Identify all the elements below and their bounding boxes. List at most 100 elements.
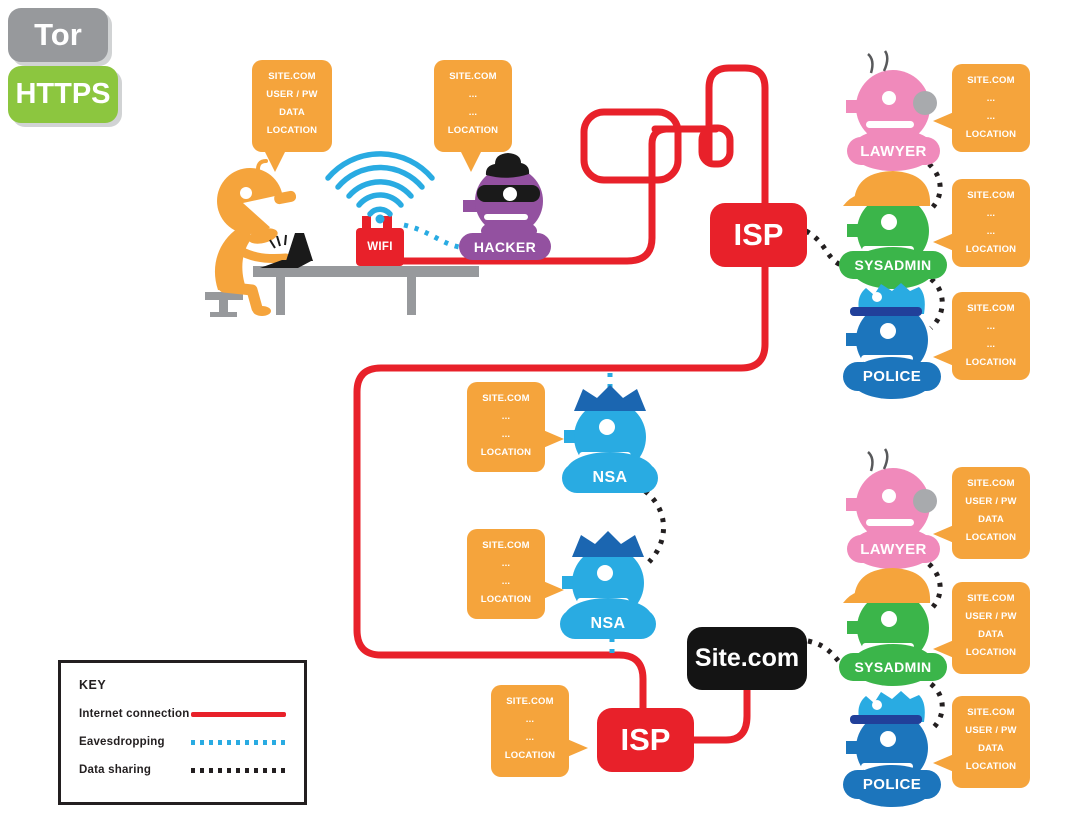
bubble-line: SITE.COM <box>967 303 1015 314</box>
lawyer-phone-icon <box>913 91 937 115</box>
bubble-line: LOCATION <box>266 125 318 136</box>
bubble-line: ... <box>501 558 511 569</box>
lawyer-top-label: LAWYER <box>847 137 940 165</box>
lawyer-bottom-data-bubble: SITE.COM USER / PW DATA LOCATION <box>933 467 1030 559</box>
https-toggle-button[interactable]: HTTPS <box>8 66 118 123</box>
share-sysadmin-to-police-top <box>929 277 945 330</box>
bubble-line: USER / PW <box>965 496 1017 507</box>
bubble-line: ... <box>468 89 478 100</box>
eavesdrop-wifi-to-hacker <box>403 222 460 250</box>
bubble-line: LOCATION <box>965 244 1017 255</box>
hacker-hat <box>485 153 530 178</box>
police-cap <box>858 283 925 314</box>
nsa-top-label: NSA <box>562 463 658 493</box>
bubble-line: ... <box>986 226 996 237</box>
hacker-data-bubble: SITE.COM ... ... LOCATION <box>434 60 512 172</box>
site-node: Site.com <box>687 627 807 690</box>
internet-connection-line-icon <box>191 711 286 717</box>
bubble-line: ... <box>468 107 478 118</box>
tor-toggle-button[interactable]: Tor <box>8 8 108 62</box>
tor-tangle-loop-left <box>580 108 682 184</box>
sysadmin-hardhat <box>853 568 931 603</box>
user-leg <box>218 281 263 314</box>
desk <box>253 266 479 315</box>
bubble-line: SITE.COM <box>967 478 1015 489</box>
share-site-to-sysadmin <box>807 638 844 667</box>
legend-label: Data sharing <box>79 764 152 776</box>
bubble-line: ... <box>986 339 996 350</box>
laptop-base <box>260 260 313 268</box>
bubble-line: ... <box>501 411 511 422</box>
bubble-line: SITE.COM <box>967 707 1015 718</box>
bubble-line: SITE.COM <box>967 75 1015 86</box>
wifi-waves-icon <box>325 151 435 224</box>
wifi-label: WIFI <box>367 241 393 253</box>
police-cap <box>858 691 925 722</box>
bubble-line: ... <box>501 429 511 440</box>
bubble-line: DATA <box>978 514 1004 525</box>
user-arm <box>227 241 291 264</box>
lawyer-bottom-label: LAWYER <box>847 535 940 563</box>
hacker-label: HACKER <box>459 233 551 260</box>
data-sharing-line-icon <box>191 767 286 773</box>
isp-bottom-data-bubble: SITE.COM ... ... LOCATION <box>491 685 588 777</box>
bubble-line: LOCATION <box>965 761 1017 772</box>
bubble-line: LOCATION <box>965 129 1017 140</box>
user-eye <box>240 187 252 199</box>
bubble-line: ... <box>986 208 996 219</box>
nsa-hat <box>574 385 646 411</box>
sysadmin-bottom-data-bubble: SITE.COM USER / PW DATA LOCATION <box>933 582 1030 674</box>
wifi-router <box>356 216 404 266</box>
user-snout <box>274 190 297 205</box>
user-figure <box>214 159 298 316</box>
data-sharing-lines <box>643 162 945 732</box>
sysadmin-hardhat <box>853 171 931 206</box>
bubble-line: SITE.COM <box>482 393 530 404</box>
bubble-line: LOCATION <box>965 357 1017 368</box>
legend-title: KEY <box>79 678 107 692</box>
bubble-line: LOCATION <box>965 532 1017 543</box>
bubble-line: USER / PW <box>965 611 1017 622</box>
bubble-line: SITE.COM <box>506 696 554 707</box>
tor-tangle-arch <box>705 64 769 209</box>
bubble-line: SITE.COM <box>967 593 1015 604</box>
bubble-line: SITE.COM <box>967 190 1015 201</box>
police-bottom-data-bubble: SITE.COM USER / PW DATA LOCATION <box>933 696 1030 788</box>
bubble-line: DATA <box>978 743 1004 754</box>
legend-label: Internet connection <box>79 708 190 720</box>
share-lawyer-to-sysadmin-bottom <box>927 562 943 611</box>
eavesdropping-line-icon <box>191 739 286 745</box>
line-wifi-to-tangle <box>399 125 670 265</box>
nsa-top-data-bubble: SITE.COM ... ... LOCATION <box>467 382 564 472</box>
sysadmin-bottom-label: SYSADMIN <box>839 653 947 681</box>
nsa-bottom-data-bubble: SITE.COM ... ... LOCATION <box>467 529 564 619</box>
bubble-line: SITE.COM <box>268 71 316 82</box>
lawyer-hair <box>867 53 874 74</box>
bubble-line: SITE.COM <box>449 71 497 82</box>
bubble-line: USER / PW <box>266 89 318 100</box>
bubble-line: LOCATION <box>480 594 532 605</box>
bubble-line: USER / PW <box>965 725 1017 736</box>
laptop-screen <box>286 233 313 261</box>
sysadmin-top-data-bubble: SITE.COM ... ... LOCATION <box>933 179 1030 267</box>
sysadmin-top-label: SYSADMIN <box>839 251 947 279</box>
lawyer-top-data-bubble: SITE.COM ... ... LOCATION <box>933 64 1030 152</box>
share-isp-to-sysadmin <box>804 228 845 269</box>
user-data-bubble: SITE.COM USER / PW DATA LOCATION <box>252 60 332 172</box>
bubble-line: LOCATION <box>480 447 532 458</box>
bubble-line: ... <box>986 111 996 122</box>
line-isp-to-site <box>686 685 751 744</box>
police-top-label: POLICE <box>843 362 941 391</box>
share-lawyer-to-sysadmin-top <box>927 162 943 211</box>
share-nsa-to-nsa <box>643 489 666 564</box>
typing-ticks <box>269 234 287 249</box>
legend: KEY Internet connection Eavesdropping Da… <box>58 660 307 805</box>
isp-top-node: ISP <box>710 203 807 267</box>
legend-row-internet: Internet connection <box>79 708 286 720</box>
legend-row-data-sharing: Data sharing <box>79 764 286 776</box>
stool <box>205 292 243 317</box>
bubble-line: ... <box>986 93 996 104</box>
internet-connection-lines <box>353 64 769 744</box>
nsa-hat <box>572 531 644 557</box>
